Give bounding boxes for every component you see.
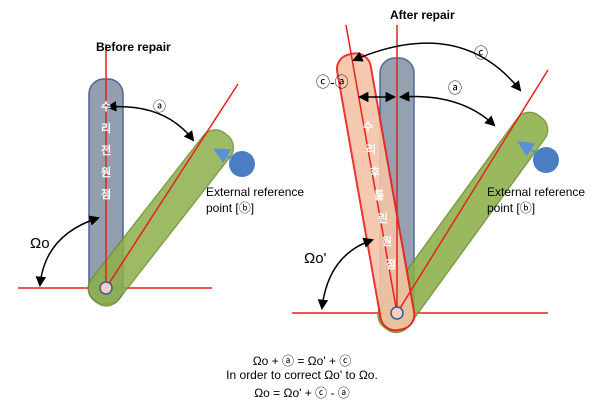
right-bar-char: 원 [382,234,392,248]
left-bar-char: 원 [101,165,111,179]
right-angle-label: Ωo' [304,250,327,267]
left-arc-a [105,101,195,142]
right-bar-char: 리 [366,142,376,156]
right-bar-char: 점 [386,257,396,271]
left-green-bar [87,129,235,307]
left-reference-dot [229,151,255,177]
right-bar-char: 수 [363,120,373,133]
left-bar-char: 전 [101,143,111,157]
right-bar-korean-text: 수 리 후 틀 린 원 점 [363,120,396,271]
right-title: After repair [390,8,455,22]
left-bar-char: 수 [101,100,111,113]
right-arc-ca-label: ⓒ-ⓐ [316,74,349,90]
right-pivot [390,306,404,320]
right-arc-a-label: ⓐ [448,80,462,96]
left-tilted-line [105,83,239,289]
left-bar-char: 리 [101,121,111,135]
right-green-bar [377,111,549,334]
right-arc-a [398,91,496,127]
right-bar-char: 린 [378,211,388,225]
right-reference-arrow [517,141,537,157]
formula-line-1: Ωo + ⓐ = Ωo' + ⓒ [252,354,352,368]
before-repair-diagram [18,44,255,307]
right-ext-label-2: point [ⓑ] [487,201,535,215]
right-arc-c-label: ⓒ [474,45,488,61]
formula-line-2: In order to correct Ωo' to Ωo. [226,368,378,382]
left-ext-label-1: External reference [206,185,304,199]
left-pivot [99,281,113,295]
left-arc-a-label: ⓐ [153,99,166,114]
left-reference-arrow [213,148,233,164]
left-title: Before repair [96,40,171,54]
left-angle-arc [35,215,100,288]
right-tilted-line [396,69,549,314]
after-repair-diagram [292,24,559,334]
right-reference-dot [533,147,559,173]
right-bar-char: 틀 [374,189,384,202]
left-bar-korean-text: 수 리 전 원 점 [101,100,111,201]
formula-line-3: Ωo = Ωo' + ⓒ - ⓐ [254,386,350,400]
left-bar-char: 점 [101,187,111,201]
right-bar-char: 후 [370,165,380,179]
left-ext-label-2: point [ⓑ] [206,201,254,215]
left-angle-label: Ωo [30,235,50,252]
right-arc-c [352,42,522,92]
right-ext-label-1: External reference [487,185,585,199]
right-angle-arc [317,237,374,311]
